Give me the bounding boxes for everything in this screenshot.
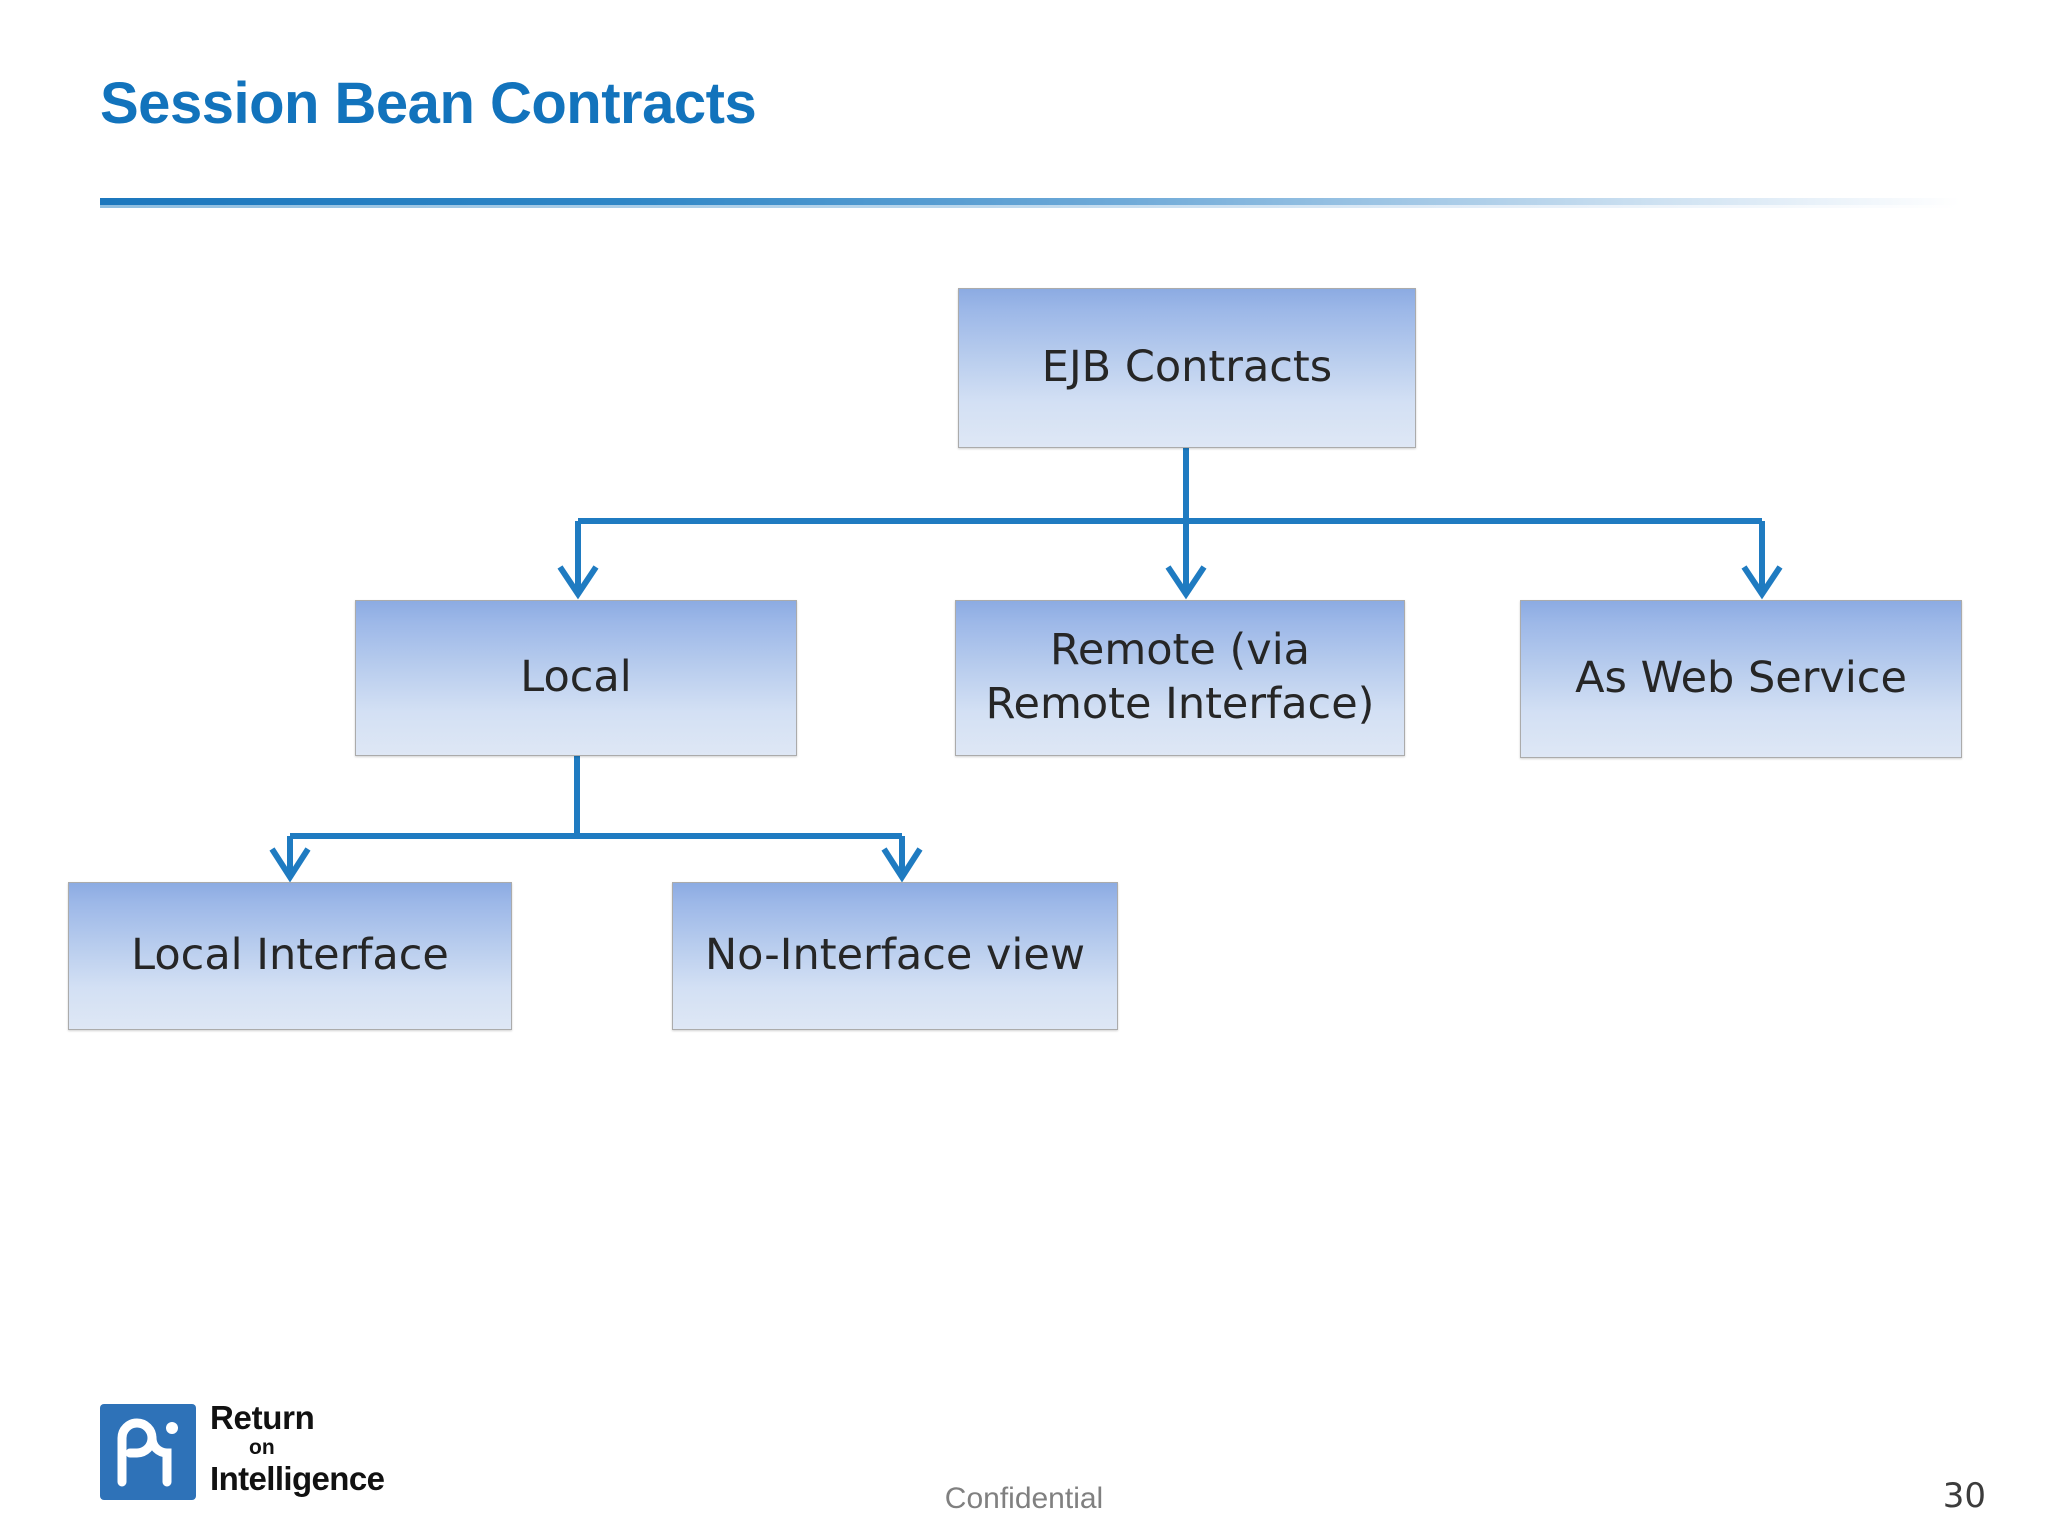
node-label: EJB Contracts bbox=[1041, 342, 1333, 393]
node-label: Remote (via Remote Interface) bbox=[985, 625, 1375, 729]
diagram-node-ejb-contracts[interactable]: EJB Contracts bbox=[958, 288, 1416, 448]
logo-line-return: Return bbox=[210, 1399, 315, 1436]
node-label: Local Interface bbox=[131, 930, 449, 981]
footer-confidential-label: Confidential bbox=[944, 1482, 1104, 1515]
node-label: As Web Service bbox=[1575, 653, 1907, 704]
node-label: No-Interface view bbox=[705, 930, 1085, 981]
diagram-node-no-interface-view[interactable]: No-Interface view bbox=[672, 882, 1118, 1030]
return-on-intelligence-monogram-icon bbox=[100, 1404, 196, 1500]
title-divider-accent bbox=[100, 205, 1960, 208]
diagram-node-local-interface[interactable]: Local Interface bbox=[68, 882, 512, 1030]
arrowhead-remote bbox=[1165, 565, 1207, 600]
arrowhead-nointer bbox=[881, 847, 923, 883]
node-label: Local bbox=[520, 652, 632, 703]
slide-page-number: 30 bbox=[1942, 1476, 1986, 1516]
company-logo: Return on Intelligence bbox=[100, 1401, 400, 1504]
arrowhead-localiface bbox=[269, 847, 311, 883]
diagram-node-local[interactable]: Local bbox=[355, 600, 797, 756]
logo-wordmark: Return on Intelligence bbox=[210, 1399, 410, 1500]
page-title: Session Bean Contracts bbox=[100, 71, 757, 136]
arrowhead-webservice bbox=[1741, 565, 1783, 600]
diagram-node-remote[interactable]: Remote (via Remote Interface) bbox=[955, 600, 1405, 756]
logo-line-intelligence: Intelligence bbox=[210, 1460, 385, 1497]
arrowhead-local bbox=[557, 565, 599, 600]
title-divider bbox=[100, 198, 1960, 205]
logo-line-on: on bbox=[249, 1436, 275, 1459]
diagram-node-as-web-service[interactable]: As Web Service bbox=[1520, 600, 1962, 758]
